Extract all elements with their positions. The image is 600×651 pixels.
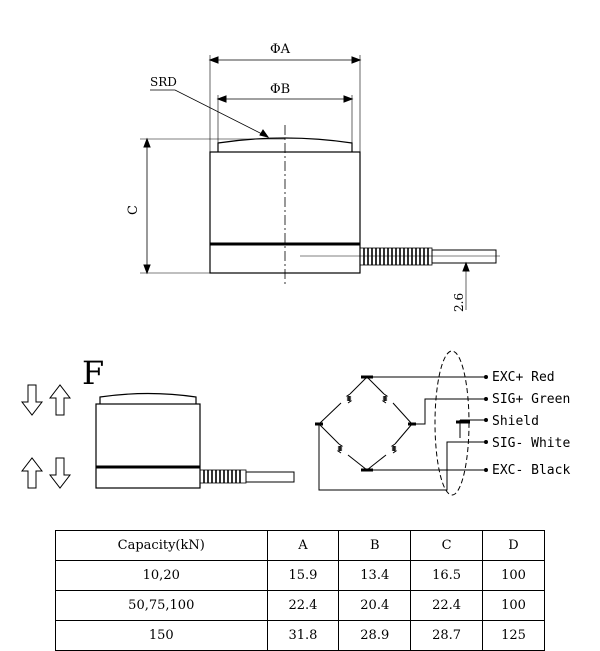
cable — [431, 249, 497, 264]
header-cell: A — [266, 530, 340, 561]
arrow-up-icon — [20, 457, 44, 489]
header-cell: Capacity(kN) — [55, 530, 268, 561]
shield-ellipse — [434, 350, 470, 496]
table-cell: 13.4 — [338, 560, 412, 591]
table-cell: 31.8 — [266, 620, 340, 651]
table-cell: 20.4 — [338, 590, 412, 621]
arrow-down-icon — [48, 457, 72, 489]
table-cell: 22.4 — [266, 590, 340, 621]
spec-table: Capacity(kN) A B C D 10,20 15.9 13.4 16.… — [55, 530, 545, 651]
force-label: F — [82, 354, 104, 392]
arrow-down-icon — [20, 384, 44, 416]
header-cell: B — [338, 530, 412, 561]
table-cell: 50,75,100 — [55, 590, 268, 621]
table-cell: 16.5 — [410, 560, 483, 591]
table-cell: 150 — [55, 620, 268, 651]
table-header-row: Capacity(kN) A B C D — [55, 530, 545, 561]
wire-label-exc-plus: EXC+ Red — [492, 370, 555, 385]
wire-label-sig-plus: SIG+ Green — [492, 392, 570, 407]
dim-label-c: C — [126, 205, 141, 215]
table-row: 150 31.8 28.9 28.7 125 — [55, 620, 545, 651]
table-cell: 125 — [482, 620, 545, 651]
table-cell: 22.4 — [410, 590, 483, 621]
srd-label: SRD — [150, 75, 177, 89]
table-row: 50,75,100 22.4 20.4 22.4 100 — [55, 590, 545, 621]
table-cell: 100 — [482, 590, 545, 621]
table-cell: 28.9 — [338, 620, 412, 651]
table-cell: 28.7 — [410, 620, 483, 651]
wire-label-sig-minus: SIG- White — [492, 436, 570, 451]
dim-label-a: ΦA — [270, 42, 291, 57]
dim-label-b: ΦB — [270, 82, 290, 97]
wire-label-shield: Shield — [492, 414, 539, 429]
wire-label-exc-minus: EXC- Black — [492, 463, 570, 478]
cable-dim-label: 2.6 — [452, 293, 466, 312]
table-row: 10,20 15.9 13.4 16.5 100 — [55, 560, 545, 591]
wire-terminals — [484, 375, 488, 472]
table-cell: 100 — [482, 560, 545, 591]
load-cell-loaded-view — [95, 392, 295, 489]
force-arrows — [20, 384, 72, 489]
load-cell-side-view — [140, 55, 500, 310]
arrow-up-icon — [48, 384, 72, 416]
wheatstone-bridge — [315, 350, 486, 496]
cable-strain-relief — [359, 247, 433, 266]
header-cell: C — [410, 530, 483, 561]
header-cell: D — [482, 530, 545, 561]
table-cell: 15.9 — [266, 560, 340, 591]
srd-leader — [150, 89, 269, 138]
wire-labels: EXC+ Red SIG+ Green Shield SIG- White EX… — [492, 370, 570, 478]
table-cell: 10,20 — [55, 560, 268, 591]
